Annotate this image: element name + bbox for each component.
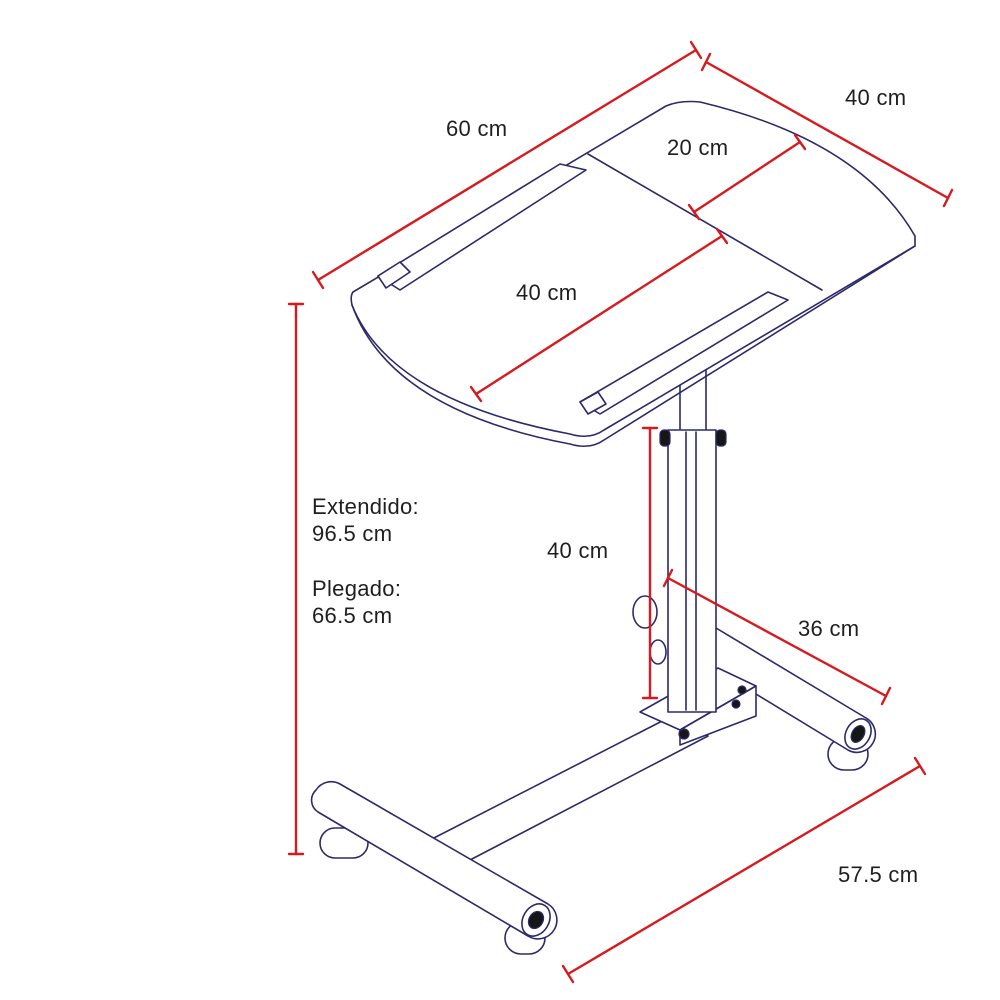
column-knob-right	[715, 429, 727, 447]
back-cylinder	[632, 595, 658, 629]
rear-tube	[699, 627, 877, 754]
rear-tube-end-cap	[850, 725, 866, 743]
label-base-depth: 36 cm	[798, 616, 860, 641]
outer-column	[667, 429, 717, 713]
fold-line	[587, 153, 823, 291]
label-folded-value: 66.5 cm	[312, 603, 393, 628]
dim-top-length	[316, 48, 698, 282]
table-top	[350, 100, 916, 448]
label-top-diagonal: 40 cm	[516, 280, 578, 305]
dim-base-depth	[666, 576, 888, 698]
left-lip	[377, 163, 587, 291]
dim-top-depth	[704, 60, 950, 200]
column-knob-left	[659, 429, 671, 447]
dim-tray	[692, 140, 802, 214]
front-tube	[310, 780, 558, 940]
label-base-width: 57.5 cm	[838, 862, 919, 887]
dim-top-diagonal	[474, 234, 724, 396]
base-frame	[310, 595, 877, 955]
label-top-depth: 40 cm	[845, 85, 907, 110]
front-tube-end-cap	[527, 910, 545, 930]
connecting-bar	[429, 717, 709, 861]
dim-base-width	[566, 764, 922, 976]
height-column	[659, 369, 727, 713]
label-folded-title: Plegado:	[312, 576, 402, 601]
label-column-height: 40 cm	[547, 538, 609, 563]
label-tray-section: 20 cm	[667, 135, 729, 160]
dimension-lines	[287, 40, 954, 984]
label-top-length: 60 cm	[446, 116, 508, 141]
label-extended-title: Extendido:	[312, 494, 419, 519]
label-extended-value: 96.5 cm	[312, 521, 393, 546]
